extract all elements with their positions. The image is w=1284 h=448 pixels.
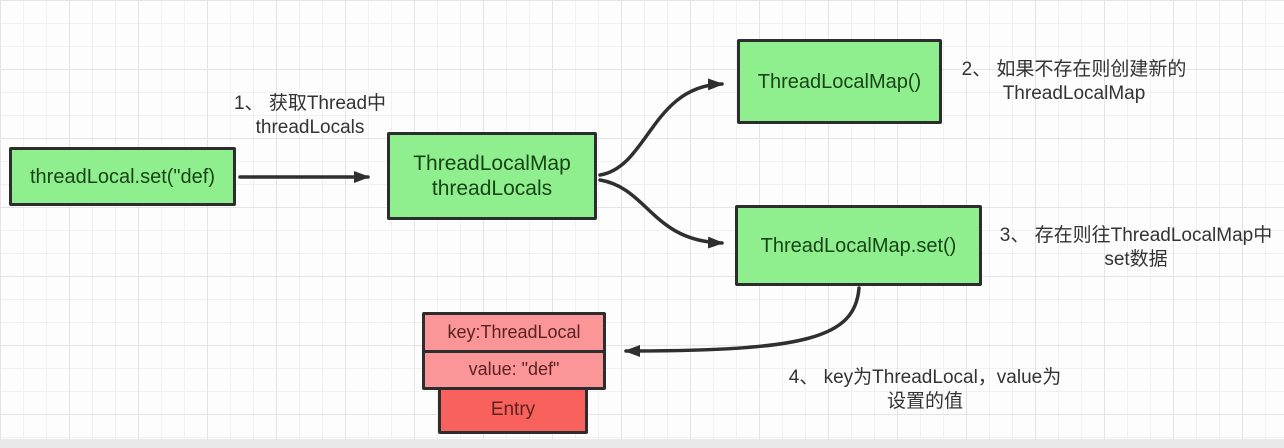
- annotation-step2: 2、 如果不存在则创建新的 ThreadLocalMap: [948, 58, 1200, 107]
- arrow-threadlocals-to-set: [598, 178, 724, 249]
- box-threadlocals-line2: threadLocals: [431, 177, 553, 200]
- annotation-step1-line1: 1、 获取Thread中: [233, 93, 387, 114]
- arrow-set-to-entry: [624, 286, 861, 357]
- arrow-threadlocals-to-constructor: [598, 78, 724, 177]
- annotation-step4-line1: 4、 key为ThreadLocal，value为: [788, 367, 1062, 388]
- box-threadlocalmap-set-label: ThreadLocalMap.set(): [760, 234, 957, 257]
- annotation-step3-line1: 3、 存在则往ThreadLocalMap中: [999, 225, 1273, 246]
- box-threadlocalmap-set: ThreadLocalMap.set(): [735, 205, 982, 286]
- box-threadlocal-set: threadLocal.set("def): [9, 147, 236, 206]
- box-threadlocals-line1: ThreadLocalMap: [413, 151, 571, 175]
- box-entry-value-label: value: "def": [468, 359, 560, 380]
- bottom-gray-bar: [0, 439, 1284, 448]
- annotation-step3-line2: set数据: [1104, 249, 1168, 271]
- box-entry-value: value: "def": [422, 350, 606, 390]
- annotation-step1-line2: threadLocals: [255, 117, 365, 139]
- annotation-step3: 3、 存在则往ThreadLocalMap中 set数据: [988, 224, 1284, 273]
- box-threadlocals: ThreadLocalMap threadLocals: [387, 132, 597, 220]
- box-entry-key-label: key:ThreadLocal: [447, 321, 581, 342]
- annotation-step2-line2: ThreadLocalMap: [1002, 83, 1146, 105]
- annotation-step4: 4、 key为ThreadLocal，value为 设置的值: [770, 366, 1080, 415]
- box-threadlocalmap-constructor-label: ThreadLocalMap(): [757, 70, 922, 93]
- box-threadlocal-set-label: threadLocal.set("def): [30, 165, 215, 188]
- box-entry-key: key:ThreadLocal: [422, 312, 606, 353]
- box-entry: Entry: [438, 387, 588, 434]
- annotation-step2-line1: 2、 如果不存在则创建新的: [961, 59, 1187, 80]
- box-threadlocalmap-constructor: ThreadLocalMap(): [737, 39, 942, 124]
- box-entry-label: Entry: [490, 399, 536, 421]
- annotation-step1: 1、 获取Thread中 threadLocals: [215, 92, 405, 141]
- annotation-step4-line2: 设置的值: [886, 391, 963, 413]
